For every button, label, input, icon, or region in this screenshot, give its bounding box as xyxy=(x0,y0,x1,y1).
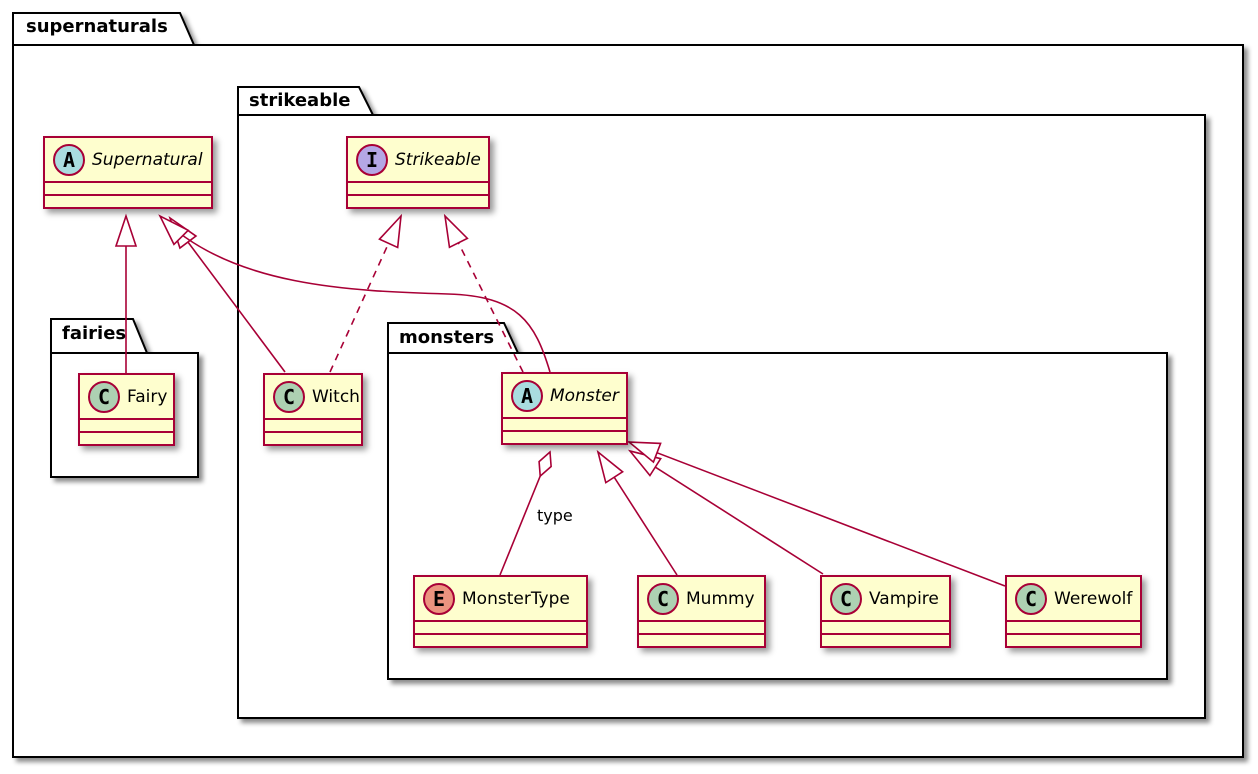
class-monster: A Monster xyxy=(501,372,628,445)
package-supernaturals-tab xyxy=(12,12,196,46)
package-label-strikeable: strikeable xyxy=(249,90,351,111)
fields-compartment xyxy=(1007,620,1140,633)
package-label-monsters: monsters xyxy=(399,327,495,348)
enum-stereotype-icon: E xyxy=(423,582,455,615)
package-fairies-tab xyxy=(50,318,149,354)
class-supernatural: A Supernatural xyxy=(43,136,213,209)
methods-compartment xyxy=(822,633,949,646)
class-mummy: C Mummy xyxy=(637,575,766,648)
edge-monster-extends-supernatural xyxy=(158,214,551,373)
class-stereotype-icon: C xyxy=(88,380,120,413)
interface-stereotype-icon: I xyxy=(356,143,388,176)
aggregation-label-type: type xyxy=(537,506,573,525)
fields-compartment xyxy=(45,181,211,194)
edge-witch-implements-strikeable xyxy=(329,213,403,373)
class-werewolf-title: C Werewolf xyxy=(1007,577,1140,620)
class-name: Strikeable xyxy=(395,149,481,170)
fields-compartment xyxy=(503,417,626,430)
methods-compartment xyxy=(45,194,211,207)
methods-compartment xyxy=(80,431,173,444)
edge-monster-aggregates-monstertype xyxy=(499,450,552,576)
fields-compartment xyxy=(822,620,949,633)
class-fairy-title: C Fairy xyxy=(80,375,173,418)
class-name: Vampire xyxy=(869,588,939,609)
class-name: Supernatural xyxy=(92,149,203,170)
class-name: Mummy xyxy=(686,588,755,609)
fields-compartment xyxy=(348,181,488,194)
abstract-class-stereotype-icon: A xyxy=(53,143,85,176)
class-witch-title: C Witch xyxy=(265,375,361,418)
class-name: Witch xyxy=(312,386,360,407)
edge-mummy-extends-monster xyxy=(596,449,678,576)
package-strikeable-tab xyxy=(237,86,375,116)
fields-compartment xyxy=(639,620,764,633)
class-stereotype-icon: C xyxy=(273,380,305,413)
class-name: Fairy xyxy=(127,386,168,407)
class-name: Werewolf xyxy=(1054,588,1133,609)
fields-compartment xyxy=(80,418,173,431)
class-name: Monster xyxy=(550,385,619,406)
methods-compartment xyxy=(415,633,586,646)
abstract-class-stereotype-icon: A xyxy=(511,379,543,412)
package-monsters-tab xyxy=(387,322,520,354)
package-label-supernaturals: supernaturals xyxy=(26,16,168,37)
class-stereotype-icon: C xyxy=(1015,582,1047,615)
fields-compartment xyxy=(415,620,586,633)
edge-monster-implements-strikeable xyxy=(443,213,524,373)
class-fairy: C Fairy xyxy=(78,373,175,446)
class-vampire: C Vampire xyxy=(820,575,951,648)
edge-werewolf-extends-monster xyxy=(626,441,1006,587)
class-mummy-title: C Mummy xyxy=(639,577,764,620)
methods-compartment xyxy=(348,194,488,207)
class-monstertype: E MonsterType xyxy=(413,575,588,648)
class-monstertype-title: E MonsterType xyxy=(415,577,586,620)
class-stereotype-icon: C xyxy=(647,582,679,615)
methods-compartment xyxy=(265,431,361,444)
class-name: MonsterType xyxy=(462,588,570,609)
class-vampire-title: C Vampire xyxy=(822,577,949,620)
methods-compartment xyxy=(503,430,626,443)
class-strikeable-title: I Strikeable xyxy=(348,138,488,181)
methods-compartment xyxy=(1007,633,1140,646)
class-werewolf: C Werewolf xyxy=(1005,575,1142,648)
class-supernatural-title: A Supernatural xyxy=(45,138,211,181)
class-strikeable: I Strikeable xyxy=(346,136,490,209)
methods-compartment xyxy=(639,633,764,646)
edge-vampire-extends-monster xyxy=(627,449,824,575)
class-stereotype-icon: C xyxy=(830,582,862,615)
fields-compartment xyxy=(265,418,361,431)
class-monster-title: A Monster xyxy=(503,374,626,417)
class-witch: C Witch xyxy=(263,373,363,446)
package-label-fairies: fairies xyxy=(62,323,127,344)
